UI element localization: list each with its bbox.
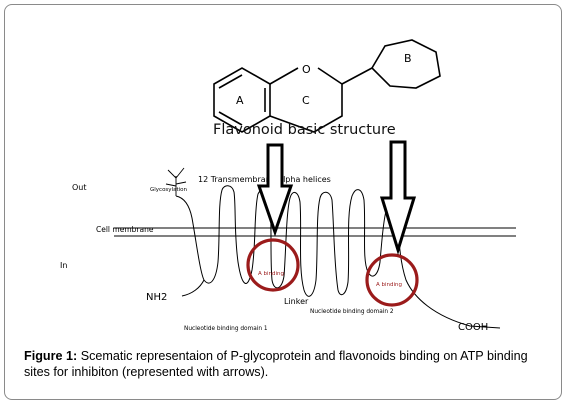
glycosylation-label: Glycosylation [150, 187, 188, 193]
ring-a-label: A [236, 94, 244, 107]
binding-site-2-label: A binding [376, 282, 402, 288]
linker-label: Linker [284, 297, 309, 306]
binding-site-circle-1 [246, 238, 300, 292]
inhibition-arrow-1 [256, 143, 294, 237]
oxygen-label: O [302, 63, 311, 76]
cooh-label: COOH [458, 322, 488, 333]
cell-membrane [114, 227, 516, 237]
ring-c-label: C [302, 94, 310, 107]
binding-site-circle-2 [365, 253, 419, 307]
nbd2-label: Nucleotide binding domain 2 [310, 309, 394, 315]
cell-membrane-label: Cell membrane [96, 225, 154, 234]
glycosylation-tree [165, 167, 187, 196]
figure-caption: Figure 1: Scematic representaion of P-gl… [24, 348, 552, 380]
ring-bond [341, 67, 373, 85]
inhibition-arrow-2 [379, 140, 417, 256]
nbd1-label: Nucleotide binding domain 1 [184, 326, 268, 332]
binding-site-1-label: A binding [258, 271, 284, 277]
caption-text: Scematic representaion of P-glycoprotein… [24, 349, 528, 379]
nh2-tail [181, 279, 205, 297]
helices-label: 12 Transmembrane alpha helices [198, 175, 331, 184]
out-label: Out [72, 183, 87, 192]
ring-c [269, 67, 299, 85]
ring-b-label: B [404, 52, 412, 65]
protein-chain [175, 185, 501, 329]
ring-b [370, 39, 441, 89]
structure-title: Flavonoid basic structure [213, 122, 396, 138]
nh2-label: NH2 [146, 292, 167, 303]
in-label: In [60, 261, 67, 270]
flavonoid-structure [213, 39, 441, 133]
caption-prefix: Figure 1: [24, 349, 78, 363]
